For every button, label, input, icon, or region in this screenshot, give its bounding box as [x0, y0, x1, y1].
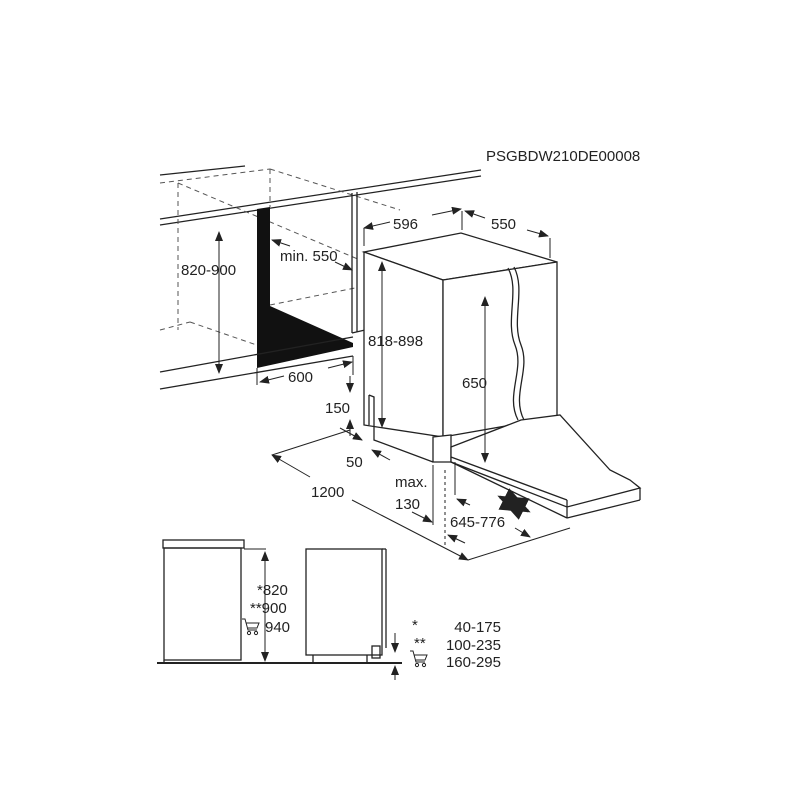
niche-width-label: 600: [288, 369, 313, 386]
appliance-depth-label: 550: [491, 216, 516, 233]
plinth-mark-1: *: [412, 617, 418, 634]
kitchen-niche: [159, 165, 482, 390]
door-height-label: 650: [462, 375, 487, 392]
side-height-1: *820: [257, 582, 288, 599]
model-code: PSGBDW210DE00008: [486, 148, 640, 165]
cart-icon: [410, 650, 428, 668]
niche-depth-label: min. 550: [280, 248, 338, 265]
plinth-value-2: 100-235: [446, 637, 501, 654]
niche-shadow: [257, 207, 353, 368]
cart-icon: [242, 618, 260, 636]
dimension-lines: [215, 206, 571, 561]
door-swing-label: 1200: [311, 484, 344, 501]
appliance-width-label: 596: [393, 216, 418, 233]
plinth-depth-label: 50: [346, 454, 363, 471]
plinth-value-1: 40-175: [454, 619, 501, 636]
plinth-height-label: 150: [325, 400, 350, 417]
max-value-label: 130: [395, 496, 420, 513]
side-height-2: **900: [250, 600, 287, 617]
max-label: max.: [395, 474, 428, 491]
niche-height-label: 820-900: [181, 262, 236, 279]
side-height-3: 940: [265, 619, 290, 636]
plinth-mark-2: **: [414, 635, 426, 652]
plinth-value-3: 160-295: [446, 654, 501, 671]
door-extension-label: 645-776: [450, 514, 505, 531]
side-view: [157, 539, 402, 680]
appliance-height-label: 818-898: [368, 333, 423, 350]
